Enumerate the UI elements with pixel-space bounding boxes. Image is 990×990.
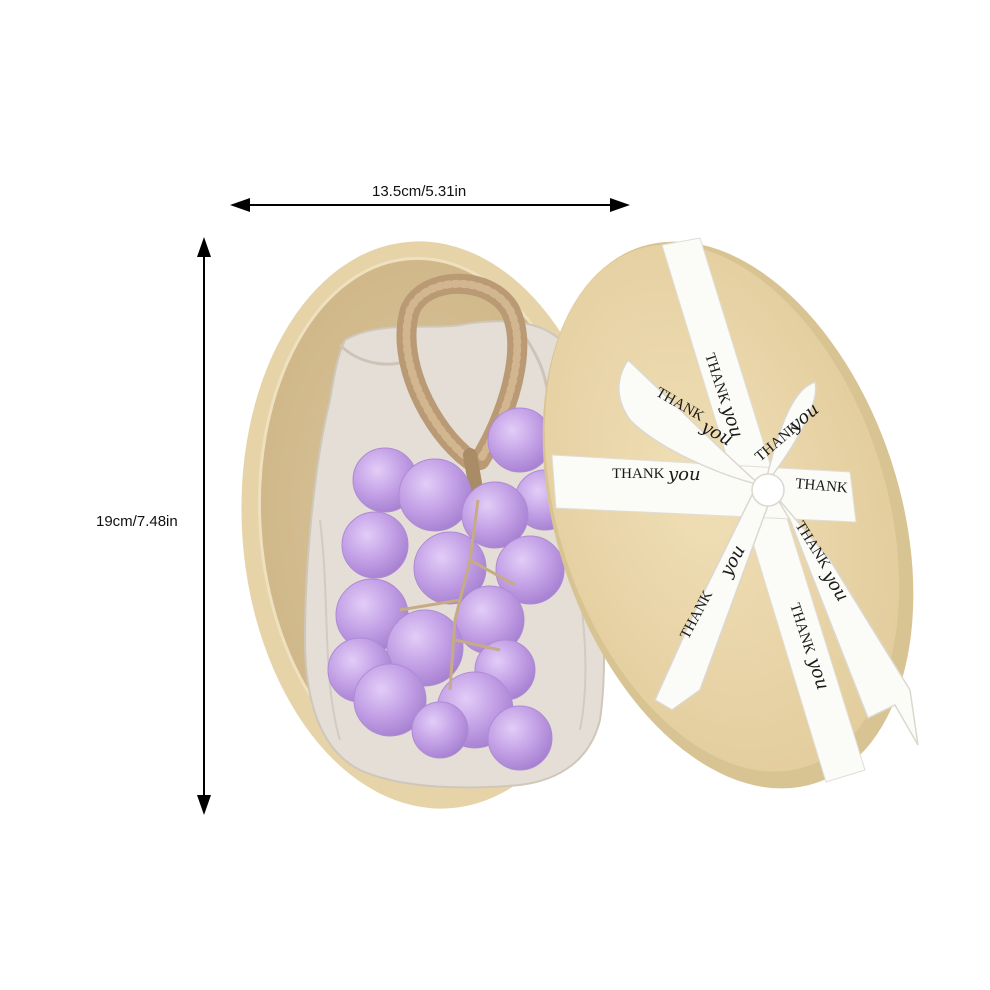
grape-stems xyxy=(399,499,516,691)
grape-cluster xyxy=(327,407,576,771)
ribbon-bow xyxy=(618,358,919,746)
height-dimension-label: 19cm/7.48in xyxy=(96,513,178,530)
ribbon-you-horizontal: you xyxy=(667,464,701,485)
width-dimension-label: 13.5cm/5.31in xyxy=(372,183,467,200)
ribbon-thank-horizontal: THANK xyxy=(612,466,665,482)
ribbon-thank-horizontal-right: THANK xyxy=(795,476,849,497)
